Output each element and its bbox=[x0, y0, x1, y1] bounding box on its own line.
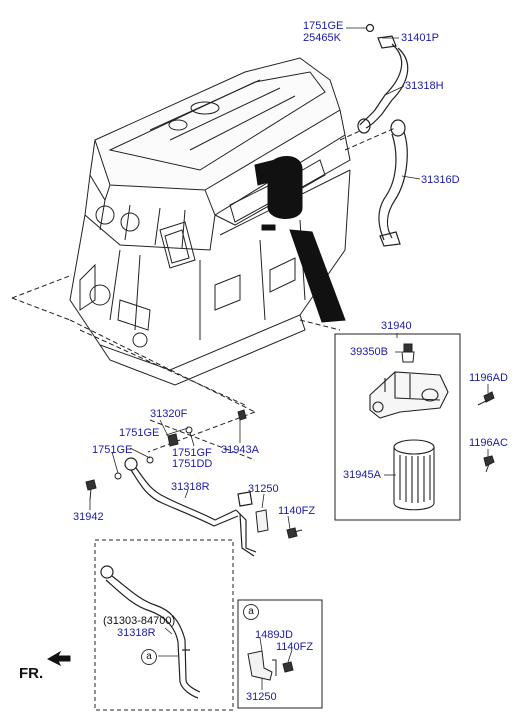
bolt-31943A bbox=[237, 409, 247, 421]
label-1196AD[interactable]: 1196AD bbox=[469, 372, 508, 384]
label-1140FZ-box[interactable]: 1140FZ bbox=[276, 641, 314, 653]
label-31318H[interactable]: 31318H bbox=[405, 80, 444, 92]
label-31940[interactable]: 31940 bbox=[381, 320, 412, 332]
label-1751GE-top[interactable]: 1751GE bbox=[303, 20, 344, 32]
bracket-31250 bbox=[255, 509, 269, 533]
callout-a-pipe: a bbox=[141, 649, 157, 665]
front-arrow-icon bbox=[46, 650, 71, 667]
bolt-1140FZ bbox=[286, 527, 303, 539]
engine-block bbox=[69, 57, 351, 386]
label-1751GF[interactable]: 1751GF bbox=[172, 447, 212, 459]
oil-pressure-switch bbox=[401, 343, 415, 363]
label-31250[interactable]: 31250 bbox=[248, 483, 279, 495]
label-31943A[interactable]: 31943A bbox=[221, 444, 259, 456]
bolt-31942 bbox=[85, 479, 97, 501]
oil-separator bbox=[254, 155, 346, 323]
label-31318R-box[interactable]: 31318R bbox=[117, 627, 156, 639]
bracket-detail bbox=[247, 650, 294, 681]
label-31401P[interactable]: 31401P bbox=[401, 32, 439, 44]
fitting-31320F bbox=[167, 426, 193, 447]
oil-pipe-31318R bbox=[124, 457, 257, 557]
label-31945A[interactable]: 31945A bbox=[343, 469, 381, 481]
label-1751DD[interactable]: 1751DD bbox=[172, 458, 213, 470]
bolt-1196AD bbox=[477, 391, 495, 406]
oil-pipe-alternate bbox=[100, 565, 201, 699]
label-1751GE-left[interactable]: 1751GE bbox=[92, 444, 133, 456]
label-31250-box[interactable]: 31250 bbox=[246, 691, 277, 703]
label-1140FZ[interactable]: 1140FZ bbox=[278, 505, 316, 517]
label-31303-84700[interactable]: (31303-84700) bbox=[103, 615, 176, 627]
filter-head bbox=[369, 371, 449, 419]
leader-lines bbox=[89, 27, 489, 690]
oil-filter-31945A bbox=[393, 439, 435, 511]
label-31942[interactable]: 31942 bbox=[73, 511, 104, 523]
label-31320F[interactable]: 31320F bbox=[150, 408, 188, 420]
label-25465K[interactable]: 25465K bbox=[303, 32, 341, 44]
label-31318R[interactable]: 31318R bbox=[171, 481, 210, 493]
bolt-1196AC bbox=[483, 455, 495, 473]
label-39350B[interactable]: 39350B bbox=[350, 346, 388, 358]
mounting-outline bbox=[11, 127, 396, 461]
detail-box-a bbox=[237, 599, 323, 709]
label-31316D[interactable]: 31316D bbox=[421, 174, 460, 186]
front-label: FR. bbox=[19, 665, 44, 682]
label-1489JD[interactable]: 1489JD bbox=[255, 629, 293, 641]
label-1751GE-mid[interactable]: 1751GE bbox=[119, 427, 160, 439]
callout-a-box: a bbox=[243, 604, 259, 620]
label-1196AC[interactable]: 1196AC bbox=[469, 437, 508, 449]
filter-assembly-box bbox=[334, 333, 461, 521]
breather-hose-31316D bbox=[378, 119, 408, 247]
